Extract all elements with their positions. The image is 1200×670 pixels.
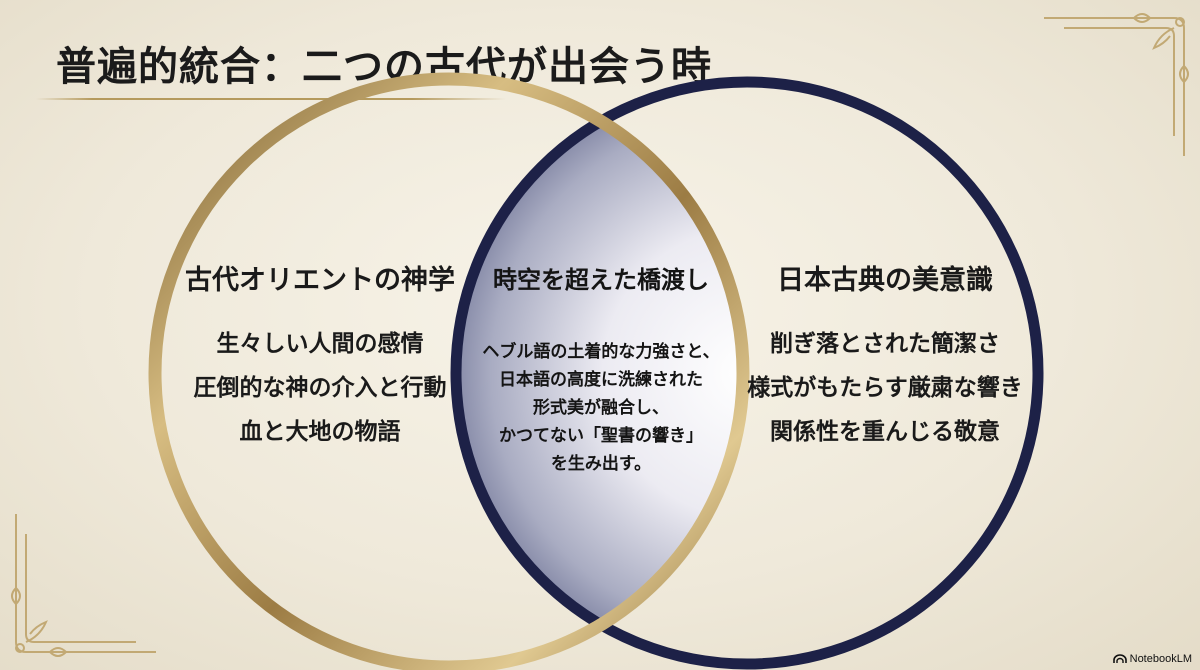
intersection-line: 形式美が融合し、: [533, 398, 669, 418]
right-circle-lines: 削ぎ落とされた簡潔さ 様式がもたらす厳粛な響き 関係性を重んじる敬意: [735, 322, 1035, 454]
ornament-bottom-left-icon: [11, 514, 156, 657]
title-underline: [36, 98, 506, 100]
left-line: 生々しい人間の感情: [216, 331, 424, 357]
intersection-lens: [456, 82, 743, 664]
left-line: 血と大地の物語: [239, 419, 401, 445]
right-line: 関係性を重んじる敬意: [770, 419, 1000, 445]
left-circle-lines: 生々しい人間の感情 圧倒的な神の介入と行動 血と大地の物語: [170, 322, 470, 454]
left-circle-heading: 古代オリエントの神学: [185, 265, 455, 296]
intersection-lines: ヘブル語の土着的な力強さと、 日本語の高度に洗練された 形式美が融合し、 かつて…: [468, 338, 734, 478]
intersection-heading: 時空を超えた橋渡し: [493, 266, 709, 294]
left-line: 圧倒的な神の介入と行動: [193, 375, 447, 401]
right-circle-heading: 日本古典の美意識: [777, 265, 993, 296]
left-circle: [148, 72, 750, 670]
right-circle: [450, 76, 1044, 670]
brand-watermark: NotebookLM: [1112, 653, 1192, 665]
intersection-line: を生み出す。: [550, 454, 652, 474]
intersection-line: ヘブル語の土着的な力強さと、: [482, 342, 720, 362]
brand-label: NotebookLM: [1129, 653, 1192, 665]
notebooklm-logo-icon: [1112, 654, 1127, 663]
right-line: 削ぎ落とされた簡潔さ: [770, 331, 1000, 357]
right-line: 様式がもたらす厳粛な響き: [747, 375, 1023, 401]
intersection-line: 日本語の高度に洗練された: [499, 370, 703, 390]
ornament-top-right-icon: [1044, 13, 1189, 156]
intersection-line: かつてない「聖書の響き」: [499, 426, 703, 446]
